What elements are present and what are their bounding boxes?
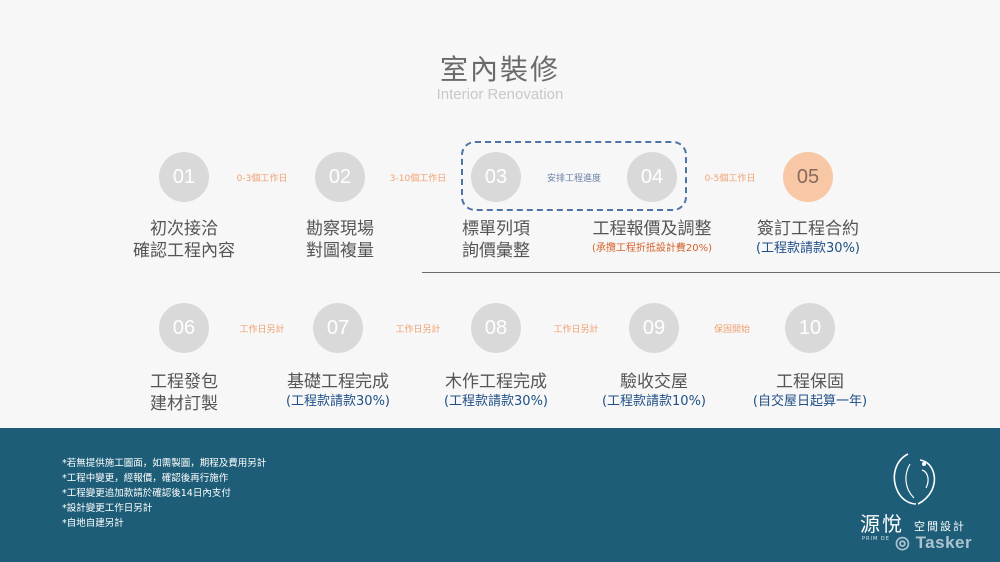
- connector-01-02: 0-3個工作日: [236, 174, 288, 184]
- step-05-circle: 05: [783, 152, 833, 202]
- step-10-note: (自交屋日起算一年): [752, 394, 868, 409]
- connector-08-09: 工作日另計: [553, 325, 599, 335]
- step-04-circle: 04: [627, 152, 677, 202]
- schedule-highlight-box: [461, 141, 687, 211]
- logo-sub-text: 空間設計: [914, 520, 966, 533]
- step-01-label: 初次接洽 確認工程內容: [114, 218, 254, 262]
- step-01-circle: 01: [159, 152, 209, 202]
- page-title: 室內裝修: [439, 53, 560, 86]
- step-01-line2: 確認工程內容: [133, 241, 235, 261]
- connector-09-10: 保固開始: [713, 325, 750, 335]
- step-06-circle: 06: [159, 303, 209, 353]
- step-04-note: (承攬工程折抵設計費20%): [591, 243, 713, 254]
- step-03-circle: 03: [471, 152, 521, 202]
- footer-note: *自地自建另計: [62, 518, 124, 529]
- connector-02-03: 3-10個工作日: [389, 174, 447, 184]
- step-10-label: 工程保固 (自交屋日起算一年): [738, 371, 882, 411]
- step-02-line2: 對圖複量: [306, 241, 374, 261]
- step-09-label: 驗收交屋 (工程款請款10%): [584, 371, 724, 411]
- step-07-note: (工程款請款30%): [285, 394, 391, 409]
- divider-line: [422, 272, 1000, 273]
- page-subtitle: Interior Renovation: [436, 86, 564, 103]
- step-06-line2: 建材訂製: [150, 394, 218, 414]
- step-06-line1: 工程發包: [150, 372, 218, 392]
- step-05-label: 簽訂工程合約 (工程款請款30%): [738, 218, 878, 258]
- step-08-note: (工程款請款30%): [443, 394, 549, 409]
- step-03-line1: 標單列項: [462, 219, 530, 239]
- connector-06-07: 工作日另計: [239, 325, 285, 335]
- step-08-line1: 木作工程完成: [445, 372, 547, 392]
- step-09-line1: 驗收交屋: [620, 372, 688, 392]
- step-02-label: 勘察現場 對圖複量: [270, 218, 410, 262]
- step-07-circle: 07: [313, 303, 363, 353]
- step-10-circle: 10: [785, 303, 835, 353]
- step-01-line1: 初次接洽: [150, 219, 218, 239]
- brand-logo: 源悅 空間設計 PRIM DE: [858, 450, 978, 560]
- step-08-circle: 08: [471, 303, 521, 353]
- step-02-circle: 02: [315, 152, 365, 202]
- footer-notes: *若無提供施工圖面，如需製圖，期程及費用另計 *工程中變更，經報價，確認後再行施…: [62, 456, 266, 531]
- step-05-line1: 簽訂工程合約: [757, 219, 859, 239]
- footer-note: *若無提供施工圖面，如需製圖，期程及費用另計: [62, 458, 267, 469]
- footer-band: *若無提供施工圖面，如需製圖，期程及費用另計 *工程中變更，經報價，確認後再行施…: [0, 428, 1000, 562]
- step-08-label: 木作工程完成 (工程款請款30%): [426, 371, 566, 411]
- step-07-line1: 基礎工程完成: [287, 372, 389, 392]
- footer-note: *工程變更追加款請於確認後14日內支付: [62, 488, 231, 499]
- step-06-label: 工程發包 建材訂製: [114, 371, 254, 415]
- step-03-line2: 詢價彙整: [462, 241, 530, 261]
- connector-03-04: 安排工程進度: [546, 174, 601, 184]
- step-10-line1: 工程保固: [776, 372, 844, 392]
- watermark-text: Tasker: [915, 533, 973, 552]
- connector-04-05: 0-5個工作日: [704, 174, 756, 184]
- logo-mark-icon: [893, 453, 936, 505]
- logo-main-text: 源悅: [860, 512, 904, 536]
- step-07-label: 基礎工程完成 (工程款請款30%): [268, 371, 408, 411]
- step-03-label: 標單列項 詢價彙整: [426, 218, 566, 262]
- logo-tiny-text: PRIM DE: [862, 536, 890, 542]
- step-05-note: (工程款請款30%): [755, 241, 861, 256]
- step-02-line1: 勘察現場: [306, 219, 374, 239]
- footer-note: *設計變更工作日另計: [62, 503, 153, 514]
- step-09-note: (工程款請款10%): [601, 394, 707, 409]
- footer-note: *工程中變更，經報價，確認後再行施作: [62, 473, 229, 484]
- connector-07-08: 工作日另計: [395, 325, 441, 335]
- step-04-label: 工程報價及調整 (承攬工程折抵設計費20%): [572, 218, 732, 258]
- watermark: ◎ Tasker: [895, 533, 973, 552]
- step-09-circle: 09: [629, 303, 679, 353]
- step-04-line1: 工程報價及調整: [592, 219, 712, 239]
